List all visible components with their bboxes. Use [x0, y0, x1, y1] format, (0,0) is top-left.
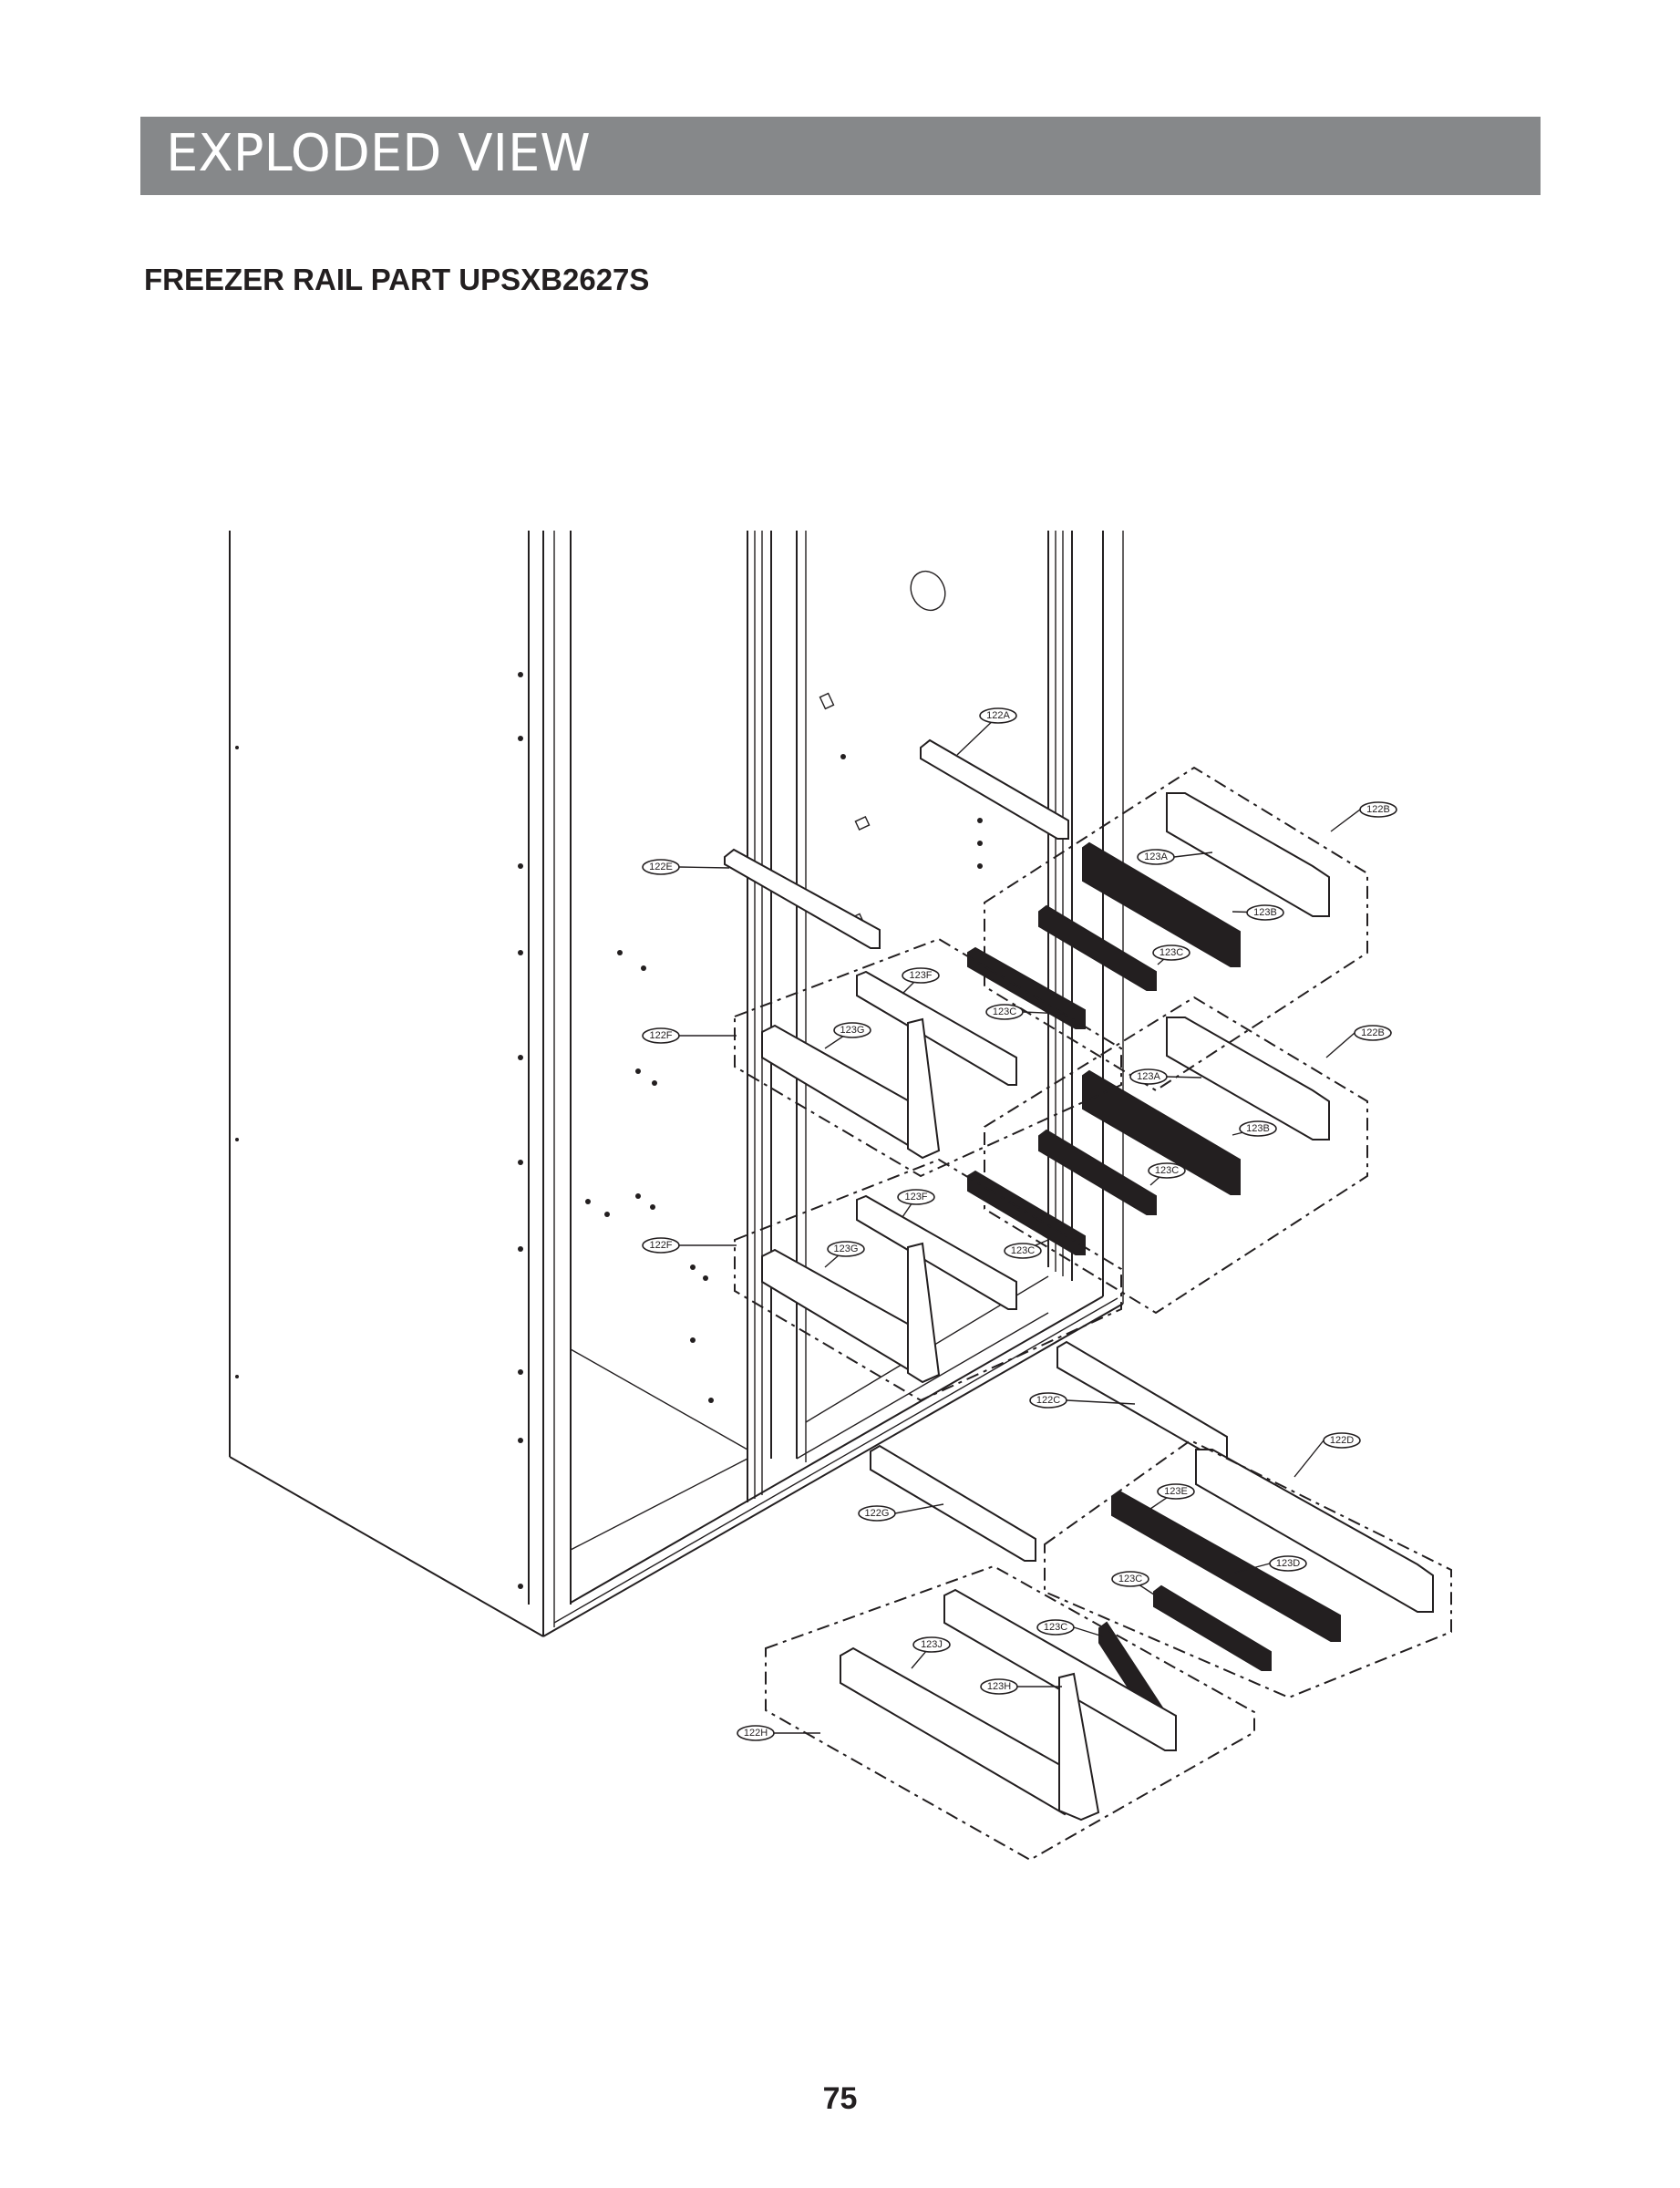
callout-123d: 123D	[1234, 1555, 1307, 1574]
callout-122f-upper: 122F	[642, 1027, 737, 1044]
svg-text:122B: 122B	[1361, 1027, 1385, 1038]
callout-123b-upper: 123B	[1232, 904, 1284, 921]
section-title: FREEZER RAIL PART UPSXB2627S	[144, 263, 650, 296]
callout-122d: 122D	[1293, 1432, 1361, 1478]
rail-parts	[724, 738, 1434, 1822]
header-bar: EXPLODED VIEW	[140, 117, 1541, 195]
svg-text:122A: 122A	[986, 710, 1010, 721]
callout-123a-middle: 123A	[1129, 1068, 1202, 1085]
svg-text:123C: 123C	[1011, 1245, 1035, 1256]
svg-text:123C: 123C	[1160, 947, 1183, 958]
svg-text:122F: 122F	[649, 1240, 672, 1251]
group-boundaries	[734, 766, 1452, 1862]
callout-122c: 122C	[1029, 1392, 1136, 1409]
callout-122h: 122H	[737, 1725, 820, 1741]
callout-122e: 122E	[642, 859, 730, 875]
callout-122f-lower: 122F	[642, 1237, 737, 1254]
callout-123h: 123H	[980, 1678, 1062, 1695]
callout-labels: 122A 122B 123A 123B 123C 122E 123F 123C …	[642, 707, 1397, 1741]
page-title: EXPLODED VIEW	[166, 124, 591, 183]
svg-text:123J: 123J	[921, 1639, 943, 1650]
svg-text:123C: 123C	[1155, 1165, 1179, 1176]
svg-text:122E: 122E	[649, 862, 673, 872]
callout-122b-middle: 122B	[1325, 1025, 1392, 1058]
svg-text:122F: 122F	[649, 1030, 672, 1041]
freezer-cabinet	[229, 531, 1124, 1637]
svg-text:123A: 123A	[1137, 1071, 1160, 1082]
svg-text:123H: 123H	[987, 1681, 1011, 1692]
callout-123c-bottom-right: 123C	[1111, 1571, 1163, 1601]
svg-text:122G: 122G	[865, 1508, 890, 1519]
svg-text:123F: 123F	[909, 970, 932, 981]
svg-text:123F: 123F	[904, 1192, 927, 1202]
page-number: 75	[822, 2081, 858, 2116]
svg-text:123B: 123B	[1253, 907, 1277, 918]
callout-123g-lower: 123G	[824, 1241, 865, 1268]
callout-123c-lower-left: 123C	[1004, 1239, 1049, 1259]
callout-123c-bottom: 123C	[1036, 1619, 1104, 1637]
callout-123c-mid-left: 123C	[985, 1004, 1066, 1020]
callout-123c-middle: 123C	[1148, 1162, 1186, 1186]
svg-text:123E: 123E	[1164, 1486, 1188, 1497]
callout-122b-upper: 122B	[1330, 801, 1397, 832]
svg-text:123C: 123C	[1044, 1622, 1067, 1633]
svg-text:122B: 122B	[1366, 804, 1390, 815]
svg-text:122D: 122D	[1330, 1435, 1354, 1446]
callout-122a: 122A	[956, 707, 1017, 756]
callout-123e: 123E	[1149, 1483, 1195, 1510]
svg-text:122C: 122C	[1036, 1395, 1060, 1406]
svg-text:122H: 122H	[744, 1728, 768, 1739]
callout-123c-upper: 123C	[1152, 944, 1190, 965]
callout-123f-lower: 123F	[897, 1189, 935, 1218]
callout-123j: 123J	[911, 1636, 951, 1669]
svg-text:123C: 123C	[993, 1006, 1016, 1017]
callout-123a-upper: 123A	[1137, 849, 1213, 865]
svg-text:123A: 123A	[1144, 851, 1168, 862]
svg-text:123C: 123C	[1118, 1574, 1142, 1584]
callout-123g-upper: 123G	[824, 1022, 871, 1049]
svg-text:123D: 123D	[1276, 1558, 1300, 1569]
callout-123f-upper: 123F	[902, 967, 940, 995]
svg-text:123B: 123B	[1246, 1123, 1270, 1134]
svg-text:123G: 123G	[834, 1244, 859, 1254]
callout-122g: 122G	[858, 1503, 944, 1522]
callout-123b-middle: 123B	[1232, 1120, 1277, 1137]
svg-text:123G: 123G	[840, 1025, 865, 1036]
